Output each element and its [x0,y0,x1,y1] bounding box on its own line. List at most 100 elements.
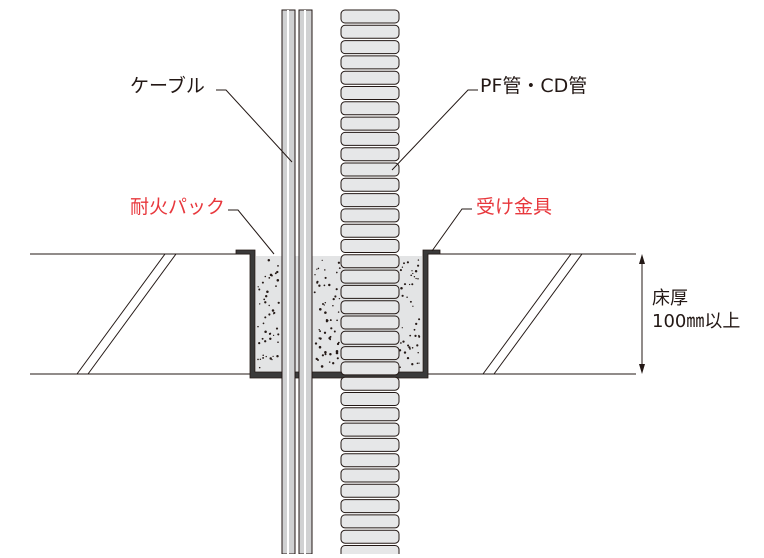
pipe-ring [340,300,400,315]
fire-pack-speckle [335,288,338,291]
fire-pack-speckle [274,272,277,275]
fire-pack-speckle [264,301,267,304]
pipe-ring [340,437,400,452]
fire-pack-speckle [269,273,273,277]
fire-pack-speckle [318,345,322,349]
fire-pack-speckle [415,277,417,280]
fire-pack-speckle [257,358,259,361]
fire-pack-speckle [338,297,341,300]
break-line-right-2 [493,253,583,375]
pipe-ring [340,40,400,55]
pipe-ring [340,131,400,146]
fire-pack-speckle [313,291,316,294]
fire-pack-speckle [277,301,280,304]
pipe-ring [340,177,400,192]
fire-pack-speckle [337,311,340,313]
pipe-ring [340,70,400,85]
fire-pack-speckle [258,288,261,291]
break-line-left-1 [76,253,166,375]
fire-pack-speckle [418,362,420,364]
pipe-ring [340,392,400,406]
fire-pack-speckle [417,277,419,280]
fire-pack-speckle [401,327,403,329]
fire-pack-speckle [319,330,321,333]
pipe-ring [340,254,400,269]
fire-pack-speckle [412,305,414,307]
fire-pack-speckle [257,286,259,288]
fire-pack-speckle [406,296,408,298]
fire-pack-speckle [275,327,279,330]
fire-pack-speckle [315,357,318,361]
fire-pack-speckle [403,262,405,265]
fire-pack-speckle [335,271,338,274]
fire-pack-speckles [257,259,421,369]
fire-pack-speckle [318,284,321,287]
fire-pack-speckle [401,266,404,268]
fire-pack-speckle [412,272,414,275]
fire-pack-speckle [336,319,338,322]
pipe-ring [340,24,400,39]
fire-pack-speckle [417,264,420,267]
fire-pack-speckle [332,297,335,301]
pipe-ring [340,315,400,330]
fire-pack-speckle [418,335,421,338]
leader-lines [216,89,478,255]
fire-pack-speckle [265,295,268,298]
fire-pack-speckle [416,344,419,347]
fire-pack-speckle [264,316,267,319]
pipe-ring [340,483,400,498]
leader-bracket [431,208,472,252]
fire-pack-speckle [410,274,413,277]
break-line-left-2 [87,253,177,375]
fire-pack-speckle [409,334,412,337]
leader-fire-pack [228,209,275,255]
fire-pack-speckle [276,270,279,274]
fire-pack-speckle [321,354,324,357]
fire-pack-speckle [324,276,327,279]
fire-pack-speckle [264,330,267,334]
pipe-ring [340,376,400,391]
fire-pack-speckle [337,261,341,264]
label-pf-cd-pipe: PF管・CD管 [480,75,587,97]
pipe-ring [340,361,400,376]
label-floor-thickness-1: 床厚 [652,288,688,309]
fire-pack-speckle [268,304,270,307]
fire-pack-speckle [399,269,402,272]
fire-pack-speckle [323,304,325,306]
fire-pack-speckle [400,342,402,344]
pipe-ring [340,116,400,131]
fire-pack-speckle [338,267,341,269]
fire-pack-speckle [262,354,264,357]
fire-pack-speckle [269,357,272,360]
fire-pack-speckle [323,331,327,334]
fire-pack-speckle [409,300,412,303]
pipe-ring [340,453,400,468]
fire-pack-speckle [332,362,335,365]
fire-pack-speckle [316,268,318,270]
fire-pack-speckle [324,269,326,271]
fire-pack-speckle [322,303,324,305]
fire-pack-speckle [332,304,334,307]
pipe-ring [340,9,400,24]
fire-pack-speckle [262,322,265,325]
fire-pack-speckle [333,330,336,333]
label-bracket: 受け金具 [476,196,552,218]
fire-pack-speckle [403,283,407,286]
pipe-ring [340,529,400,544]
fire-pack-speckle [321,259,323,261]
fire-pack-speckle [402,340,405,343]
fire-pack-speckle [409,348,411,350]
fire-pack-speckle [399,366,401,369]
fire-pack-speckle [411,363,414,366]
fire-pack-speckle [318,337,321,339]
fire-pack-speckle [262,356,265,359]
fire-pack-speckle [401,294,404,297]
label-cable: ケーブル [130,74,205,97]
fire-pack-speckle [414,270,418,273]
pipe-ring [340,223,400,238]
fire-pack-speckle [272,334,275,337]
floor-thickness-dimension [639,254,645,374]
fire-pack-speckle [317,267,320,270]
